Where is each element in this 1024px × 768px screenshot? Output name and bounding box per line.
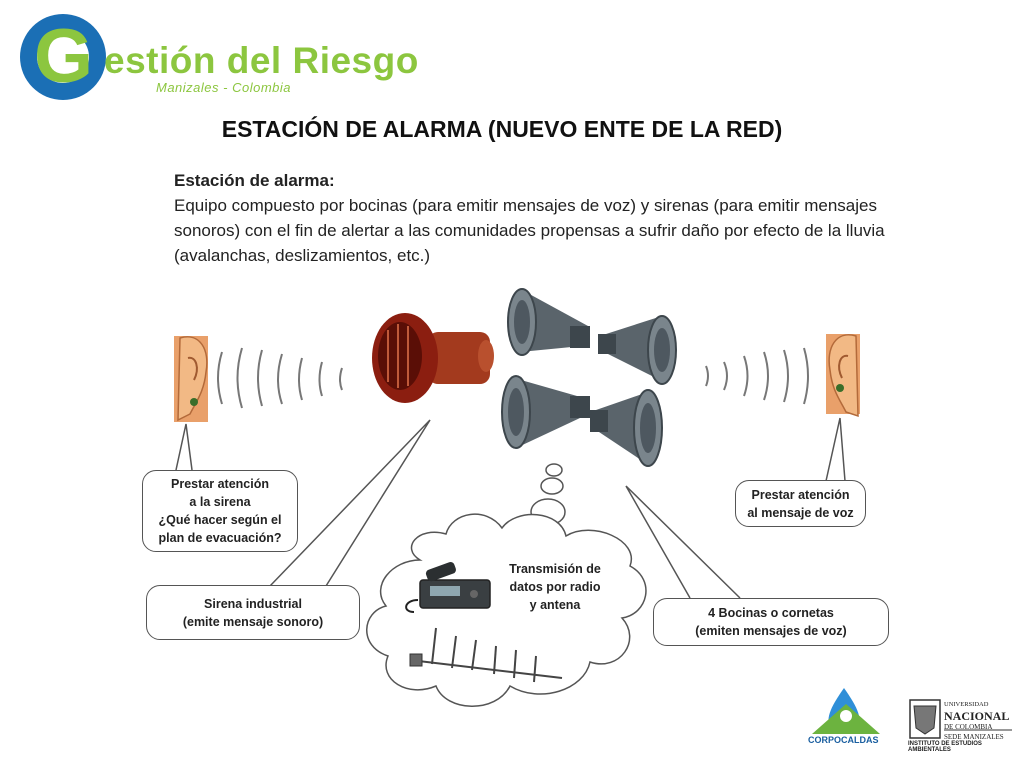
definition-heading: Estación de alarma: — [174, 171, 335, 190]
callout-line: Prestar atención — [171, 477, 269, 491]
callout-line: plan de evacuación? — [158, 531, 282, 545]
sound-waves-right — [705, 347, 809, 405]
slide-title: ESTACIÓN DE ALARMA (NUEVO ENTE DE LA RED… — [221, 116, 783, 142]
sound-waves-left — [217, 347, 343, 409]
unal-line: SEDE MANIZALES — [944, 733, 1004, 741]
horn-icon — [590, 389, 663, 467]
horn-icon — [598, 315, 677, 385]
definition-block: Estación de alarma: Equipo compuesto por… — [174, 168, 894, 268]
unal-name: UNIVERSIDAD NACIONAL DE COLOMBIA SEDE MA… — [944, 700, 1018, 742]
cloud-line: y antena — [529, 598, 581, 612]
logo-letter: G — [34, 14, 94, 99]
callout-line: (emite mensaje sonoro) — [182, 614, 324, 629]
radio-cloud — [366, 513, 647, 707]
logo-ring — [20, 14, 106, 100]
callout-line: 4 Bocinas o cornetas — [708, 606, 834, 620]
radio-icon — [405, 562, 491, 613]
ear-icon — [826, 334, 860, 418]
unal-line: DE COLOMBIA — [944, 723, 993, 731]
callout-line: Prestar atención — [751, 487, 850, 502]
callout-horns: 4 Bocinas o cornetas (emiten mensajes de… — [653, 598, 889, 646]
callout-siren-attention: Prestar atención a la sirena ¿Qué hacer … — [142, 470, 298, 552]
radio-transmission-label: Transmisión de datos por radio y antena — [505, 560, 605, 614]
callout-line: a la sirena — [189, 495, 251, 509]
callout-line: Sirena industrial — [204, 596, 302, 611]
callout-voice-attention: Prestar atención al mensaje de voz — [735, 480, 866, 527]
cloud-line: Transmisión de — [509, 562, 601, 576]
cloud-line: datos por radio — [509, 580, 601, 594]
callout-industrial-siren: Sirena industrial (emite mensaje sonoro) — [146, 585, 360, 640]
horn-icon — [507, 288, 590, 356]
callout-pointers — [175, 417, 846, 599]
definition-body: Equipo compuesto por bocinas (para emiti… — [174, 196, 885, 265]
unal-institute: INSTITUTO DE ESTUDIOS AMBIENTALES — [908, 741, 982, 753]
siren-icon — [372, 313, 494, 403]
unal-seal — [909, 699, 1012, 739]
unal-line: NACIONAL — [944, 709, 1010, 723]
antenna-icon — [409, 627, 563, 683]
unal-line: UNIVERSIDAD — [944, 701, 989, 708]
horn-icon — [501, 375, 590, 449]
corpocaldas-name: CORPOCALDAS — [808, 735, 879, 745]
callout-line: ¿Qué hacer según el — [158, 513, 282, 527]
logo-title: estión del Riesgo — [104, 40, 419, 81]
ear-icon — [174, 336, 208, 422]
corpocaldas-logo — [812, 688, 880, 734]
callout-line: (emiten mensajes de voz) — [695, 624, 847, 638]
logo-subtitle: Manizales - Colombia — [156, 80, 291, 95]
callout-line: al mensaje de voz — [747, 505, 854, 520]
